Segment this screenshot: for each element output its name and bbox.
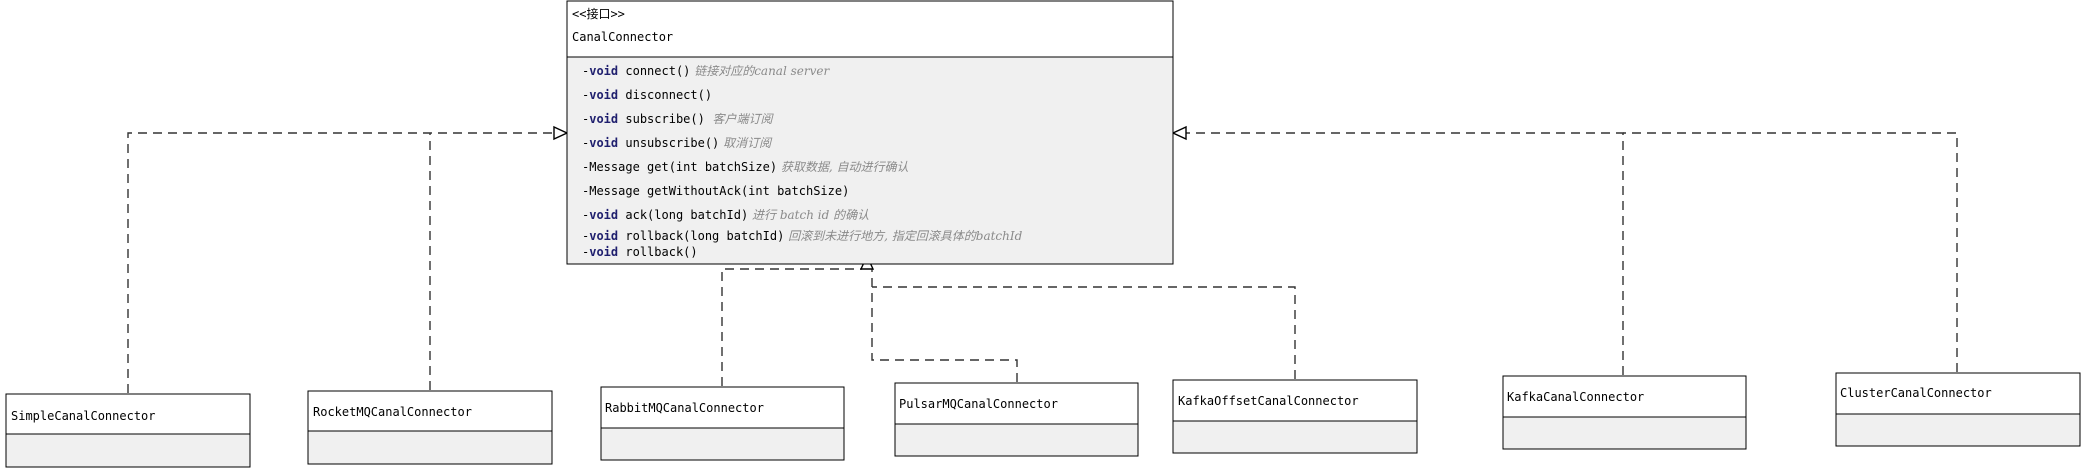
- connector-pulsarmq: [871, 269, 1018, 382]
- method-comment: 链接对应的canal server: [690, 64, 830, 78]
- method-vis: -: [582, 245, 589, 259]
- method-vis: -: [582, 88, 589, 102]
- connector-rabbitmq: [721, 268, 862, 386]
- interface-method-list: -void connect() 链接对应的canal server-void d…: [582, 64, 1023, 259]
- interface-name: CanalConnector: [572, 30, 673, 44]
- interface-method: -Message getWithoutAck(int batchSize): [582, 184, 849, 198]
- class-pulsarmq: PulsarMQCanalConnector: [894, 382, 1139, 457]
- class-name: KafkaOffsetCanalConnector: [1178, 394, 1359, 408]
- method-type: void: [589, 229, 618, 243]
- method-sig: connect(): [618, 64, 690, 78]
- method-type: void: [589, 245, 618, 259]
- class-kafkaoffset: KafkaOffsetCanalConnector: [1172, 379, 1418, 454]
- class-kafka: KafkaCanalConnector: [1502, 375, 1747, 450]
- class-box: [1172, 379, 1418, 454]
- method-vis: -: [582, 184, 589, 198]
- method-type: void: [589, 112, 618, 126]
- class-simple: SimpleCanalConnector: [5, 393, 251, 468]
- method-sig: unsubscribe(): [618, 136, 719, 150]
- interface-method: -void unsubscribe() 取消订阅: [582, 136, 773, 150]
- class-name: SimpleCanalConnector: [11, 409, 156, 423]
- realization-connectors: [127, 132, 1958, 393]
- method-type: void: [589, 64, 618, 78]
- arrowhead-left: [553, 125, 569, 141]
- method-type: void: [589, 136, 618, 150]
- method-comment: 回滚到未进行地方, 指定回滚具体的batchId: [784, 229, 1022, 243]
- interface-method: -void subscribe() 客户端订阅: [582, 112, 774, 126]
- method-vis: -: [582, 229, 589, 243]
- class-name: PulsarMQCanalConnector: [899, 397, 1058, 411]
- interface-method: -Message get(int batchSize) 获取数据, 自动进行确认: [582, 160, 909, 174]
- class-cluster: ClusterCanalConnector: [1835, 372, 2081, 447]
- method-sig: rollback(): [618, 245, 697, 259]
- method-comment: 进行 batch id 的确认: [748, 208, 869, 222]
- method-vis: -: [582, 64, 589, 78]
- interface-stereotype: <<接口>>: [572, 6, 625, 21]
- method-vis: -: [582, 160, 589, 174]
- class-name: KafkaCanalConnector: [1507, 390, 1644, 404]
- class-box: [307, 390, 553, 465]
- method-comment: 客户端订阅: [705, 112, 775, 126]
- interface-method: -void rollback(long batchId) 回滚到未进行地方, 指…: [582, 229, 1023, 243]
- method-type: Message: [589, 184, 640, 198]
- method-sig: subscribe(): [618, 112, 705, 126]
- interface-border: [566, 0, 1174, 265]
- interface-method: -void rollback(): [582, 245, 698, 259]
- class-box: [1835, 372, 2081, 447]
- class-box: [894, 382, 1139, 457]
- class-name: ClusterCanalConnector: [1840, 386, 1992, 400]
- class-name: RocketMQCanalConnector: [313, 405, 472, 419]
- class-box: [1502, 375, 1747, 450]
- class-name: RabbitMQCanalConnector: [605, 401, 764, 415]
- connector-cluster: [1623, 132, 1958, 372]
- interface-header: [567, 1, 1173, 57]
- interface-method: -void ack(long batchId) 进行 batch id 的确认: [582, 208, 869, 222]
- method-type: void: [589, 88, 618, 102]
- interface-canal-connector: <<接口>> CanalConnector -void connect() 链接…: [566, 0, 1174, 265]
- interface-method: -void disconnect(): [582, 88, 712, 102]
- method-vis: -: [582, 208, 589, 222]
- interface-method: -void connect() 链接对应的canal server: [582, 64, 830, 78]
- connector-kafkaoffset: [872, 286, 1296, 379]
- arrowhead-right: [1171, 125, 1187, 141]
- class-box: [5, 393, 251, 468]
- method-vis: -: [582, 136, 589, 150]
- connector-simple: [127, 132, 554, 393]
- method-sig: disconnect(): [618, 88, 712, 102]
- method-comment: 取消订阅: [719, 136, 773, 150]
- method-sig: get(int batchSize): [640, 160, 777, 174]
- method-type: void: [589, 208, 618, 222]
- connector-kafka: [1184, 132, 1624, 375]
- method-sig: rollback(long batchId): [618, 229, 784, 243]
- method-type: Message: [589, 160, 640, 174]
- method-sig: getWithoutAck(int batchSize): [640, 184, 850, 198]
- method-comment: 获取数据, 自动进行确认: [777, 160, 908, 174]
- class-box: [600, 386, 845, 461]
- method-sig: ack(long batchId): [618, 208, 748, 222]
- class-rocketmq: RocketMQCanalConnector: [307, 390, 553, 465]
- method-vis: -: [582, 112, 589, 126]
- interface-body: [567, 57, 1173, 264]
- class-rabbitmq: RabbitMQCanalConnector: [600, 386, 845, 461]
